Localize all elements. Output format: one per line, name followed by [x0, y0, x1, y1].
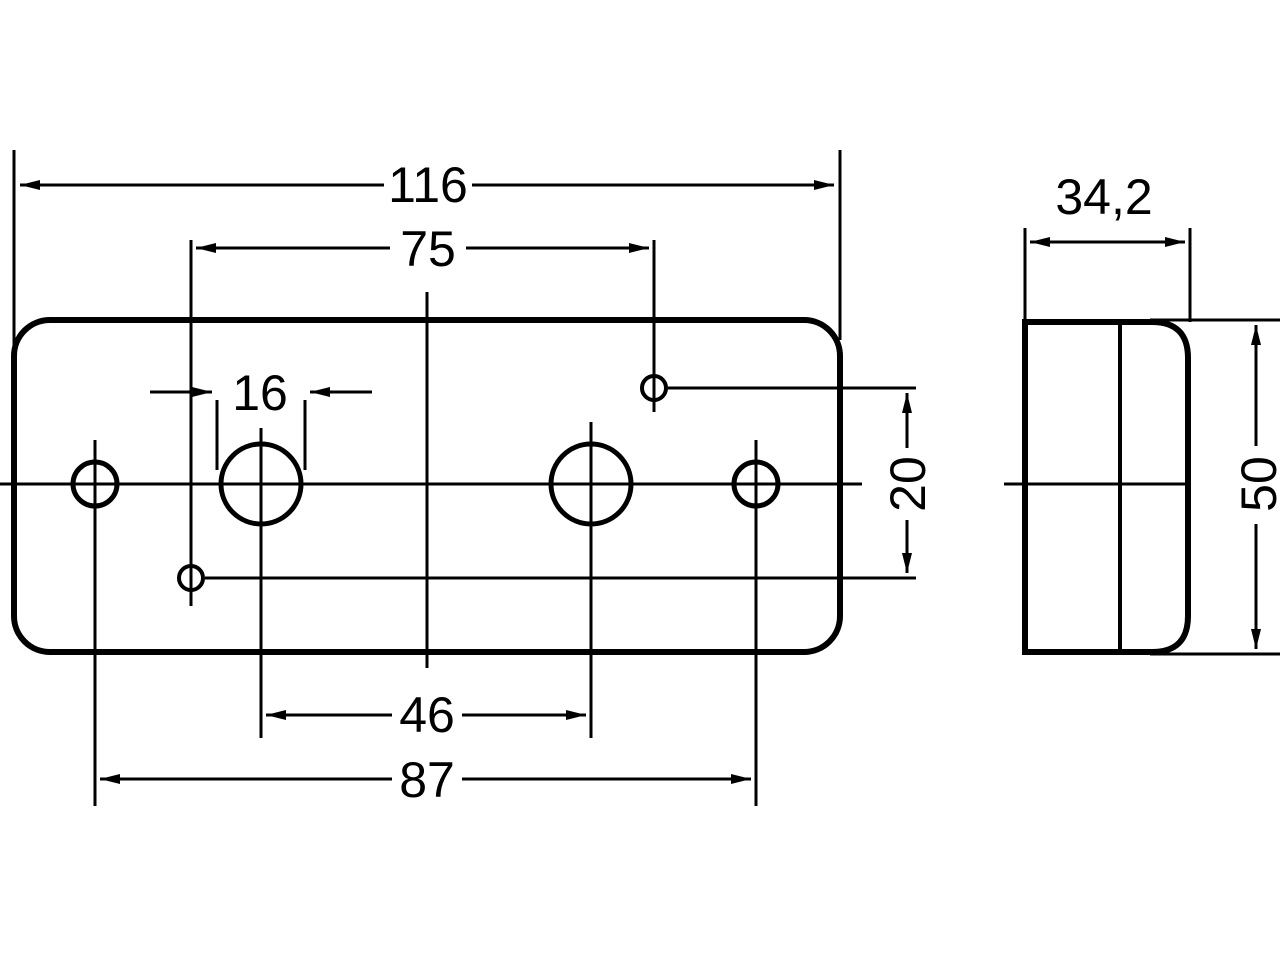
dimension-label-75: 75: [400, 221, 456, 277]
front-view: [0, 150, 916, 806]
dimension-label-16: 16: [232, 365, 288, 421]
dimension-label-34-2: 34,2: [1055, 169, 1152, 225]
side-profile-outline: [1022, 319, 1191, 655]
dimension-label-46: 46: [399, 687, 455, 743]
dimension-label-50: 50: [1231, 456, 1280, 512]
side-view: [1004, 228, 1280, 656]
dimension-label-116: 116: [388, 157, 468, 213]
dimension-label-20: 20: [880, 456, 936, 512]
dimension-label-87: 87: [399, 752, 455, 808]
